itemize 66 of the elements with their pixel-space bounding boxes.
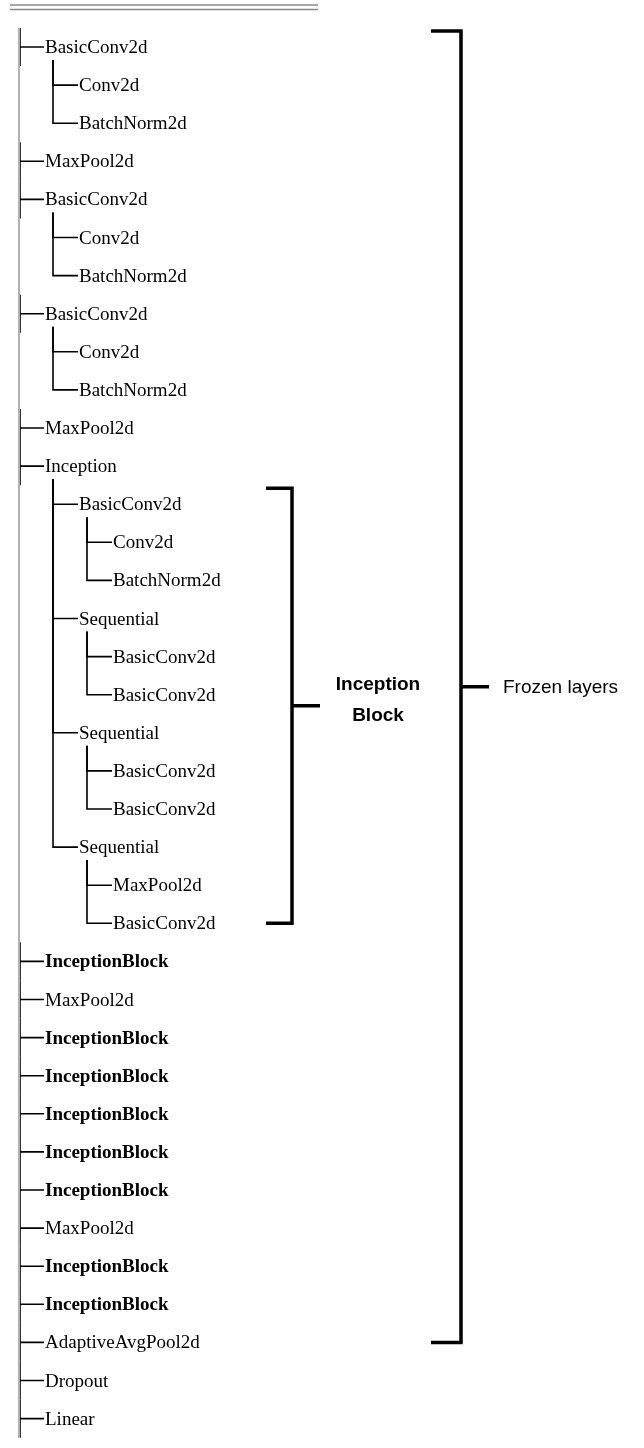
layer-name: Conv2d: [79, 338, 140, 365]
tree-connector: [19, 941, 45, 982]
layer-name: BasicConv2d: [113, 910, 216, 937]
layer-name: Conv2d: [79, 72, 140, 99]
layer-name: BatchNorm2d: [79, 376, 187, 403]
layer-name: MaxPool2d: [113, 872, 202, 899]
tree-connector: [19, 1170, 45, 1210]
layer-name: InceptionBlock: [45, 1138, 169, 1165]
tree-connector: [19, 446, 45, 486]
layer-name: BasicConv2d: [113, 796, 216, 822]
tree-connector: [86, 516, 113, 582]
layer-name: Linear: [45, 1405, 95, 1432]
layer-name: Sequential: [79, 719, 160, 746]
layer-name: BasicConv2d: [113, 757, 216, 784]
bracket-label: Frozen layers: [503, 674, 620, 699]
tree-connector: [86, 745, 113, 810]
layer-name: Inception: [45, 453, 117, 480]
layer-name: MaxPool2d: [45, 1215, 134, 1242]
tree-connector: [19, 141, 45, 182]
tree-connector: [19, 179, 45, 220]
layer-name: Sequential: [79, 834, 160, 861]
layer-name: BasicConv2d: [79, 491, 182, 518]
tree-connector: [52, 325, 79, 391]
layer-name: BasicConv2d: [45, 300, 148, 327]
layer-name: InceptionBlock: [45, 1291, 169, 1318]
tree-connector: [86, 630, 113, 696]
layer-name: MaxPool2d: [45, 986, 134, 1013]
layer-name: InceptionBlock: [45, 948, 169, 975]
layer-name: InceptionBlock: [45, 1062, 169, 1089]
tree-connector: [19, 408, 45, 448]
tree-connector: [19, 979, 45, 1020]
layer-name: Dropout: [45, 1367, 109, 1394]
layer-name: BasicConv2d: [113, 643, 216, 670]
tree-connector: [52, 211, 79, 277]
tree-connector: [19, 1360, 45, 1401]
layer-name: Conv2d: [79, 224, 140, 251]
bracket-label: Inception Block: [334, 671, 422, 727]
tree-connector: [19, 27, 45, 67]
layer-name: AdaptiveAvgPool2d: [45, 1329, 200, 1356]
tree-connector: [86, 859, 113, 925]
layer-name: BasicConv2d: [45, 186, 148, 213]
tree-connector: [19, 1208, 45, 1248]
layer-name: BasicConv2d: [113, 681, 216, 708]
tree-connector: [52, 478, 79, 848]
layer-name: MaxPool2d: [45, 415, 134, 441]
layer-name: MaxPool2d: [45, 148, 134, 175]
layer-name: InceptionBlock: [45, 1024, 169, 1051]
tree-connector: [19, 1055, 45, 1096]
tree-connector: [19, 1017, 45, 1058]
layer-name: InceptionBlock: [45, 1253, 169, 1280]
tree-connector: [19, 1398, 45, 1439]
tree-connector: [52, 59, 79, 124]
tree-connector: [19, 1284, 45, 1325]
layer-name: InceptionBlock: [45, 1100, 169, 1127]
layer-name: InceptionBlock: [45, 1177, 169, 1203]
layer-name: Sequential: [79, 605, 160, 632]
tree-connector: [19, 293, 45, 334]
layer-name: BatchNorm2d: [113, 567, 221, 594]
tree-connector: [19, 1132, 45, 1172]
layer-name: BatchNorm2d: [79, 262, 187, 289]
tree-connector: [19, 1093, 45, 1134]
layer-name: BasicConv2d: [45, 34, 148, 60]
tree-connector: [19, 1246, 45, 1287]
layer-name: Conv2d: [113, 529, 174, 556]
tree-connector: [19, 1322, 45, 1363]
layer-name: BatchNorm2d: [79, 110, 187, 137]
